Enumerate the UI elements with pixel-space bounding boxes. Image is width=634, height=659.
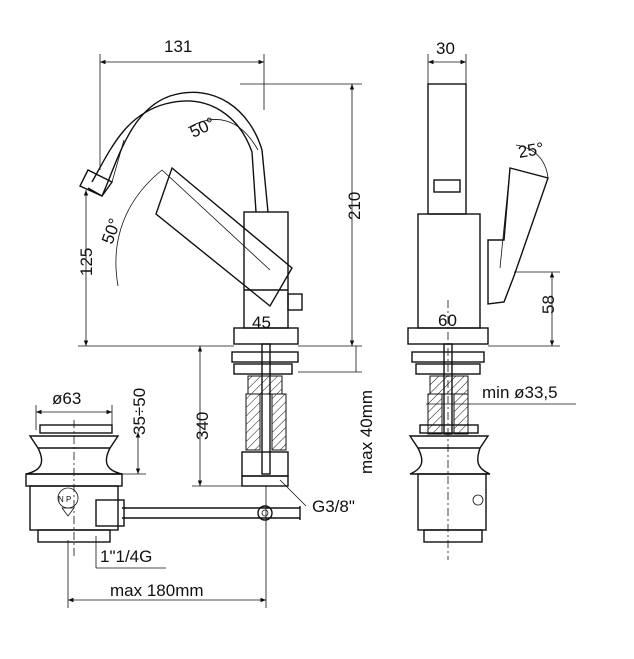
dimension-lines — [35, 54, 576, 608]
dim-45: 45 — [252, 313, 271, 332]
dim-35-50: 35÷50 — [130, 388, 149, 435]
front-view — [79, 91, 303, 540]
thread-1-1-4g: 1"1/4G — [100, 547, 152, 566]
dim-min-dia: min ø33,5 — [482, 383, 558, 402]
dim-dia-63: ø63 — [52, 389, 81, 408]
dim-58: 58 — [539, 295, 558, 314]
angle-50-body: 50° — [98, 216, 125, 247]
np-stamp-text: N P — [58, 495, 71, 504]
dim-125: 125 — [77, 248, 96, 276]
drain-front: N P — [25, 424, 125, 543]
angle-25: 25° — [517, 139, 546, 162]
dim-30: 30 — [436, 39, 455, 58]
angle-50-spout: 50° — [187, 114, 218, 142]
dim-60: 60 — [438, 311, 457, 330]
dim-210: 210 — [345, 192, 364, 220]
dim-131: 131 — [164, 37, 192, 56]
dim-max-40mm: max 40mm — [357, 390, 376, 474]
dim-max-180mm: max 180mm — [110, 581, 204, 600]
dim-340: 340 — [193, 412, 212, 440]
thread-g38: G3/8" — [312, 497, 355, 516]
